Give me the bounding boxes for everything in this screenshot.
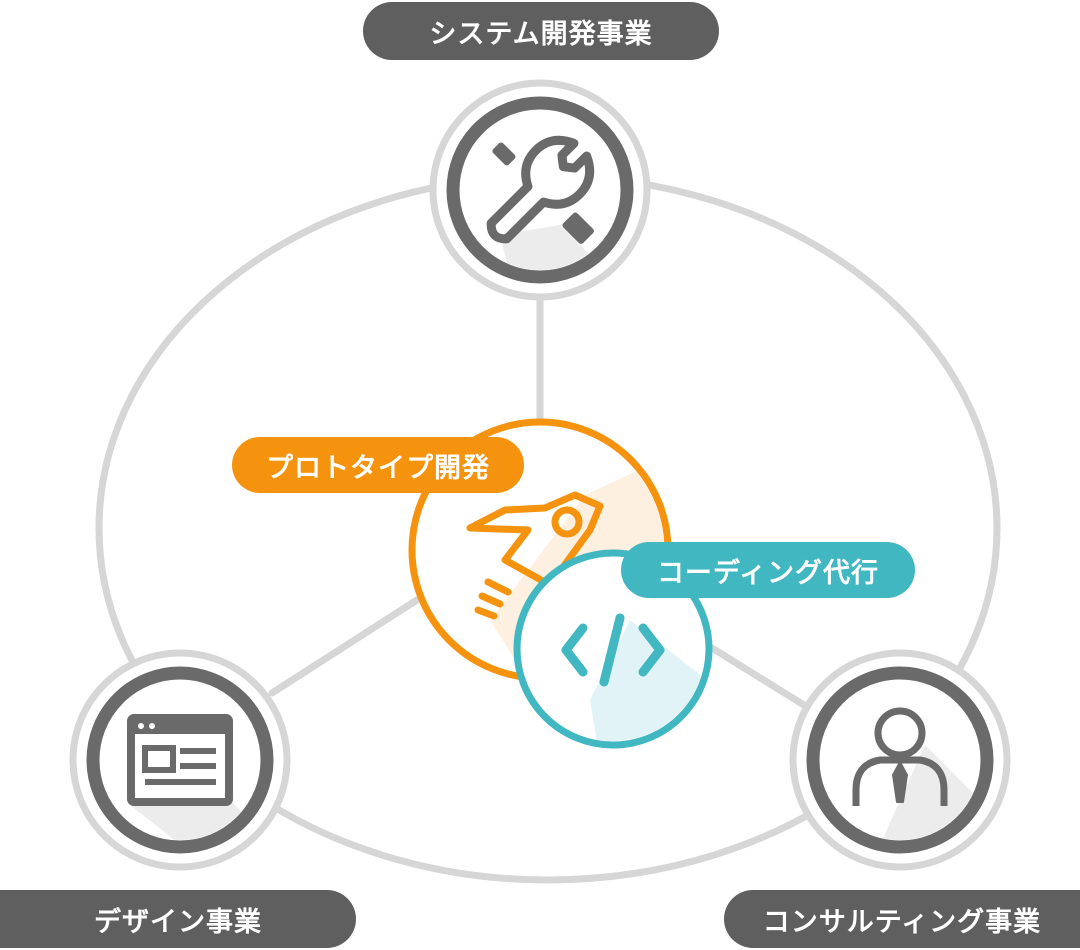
consulting-node bbox=[789, 649, 1011, 871]
tools-icon bbox=[486, 135, 595, 244]
code-icon bbox=[561, 613, 665, 687]
browser-window-icon bbox=[127, 714, 233, 806]
label-consulting-business: コンサルティング事業 bbox=[724, 890, 1080, 948]
rocket-icon bbox=[466, 491, 604, 620]
label-coding-service: コーディング代行 bbox=[621, 542, 915, 598]
connector-lines bbox=[268, 291, 816, 714]
person-icon bbox=[852, 707, 948, 806]
system-node bbox=[429, 79, 651, 301]
design-node bbox=[69, 649, 291, 871]
label-design-business: デザイン事業 bbox=[0, 890, 356, 948]
label-system-development: システム開発事業 bbox=[363, 2, 719, 60]
label-prototype-development: プロトタイプ開発 bbox=[232, 437, 524, 493]
